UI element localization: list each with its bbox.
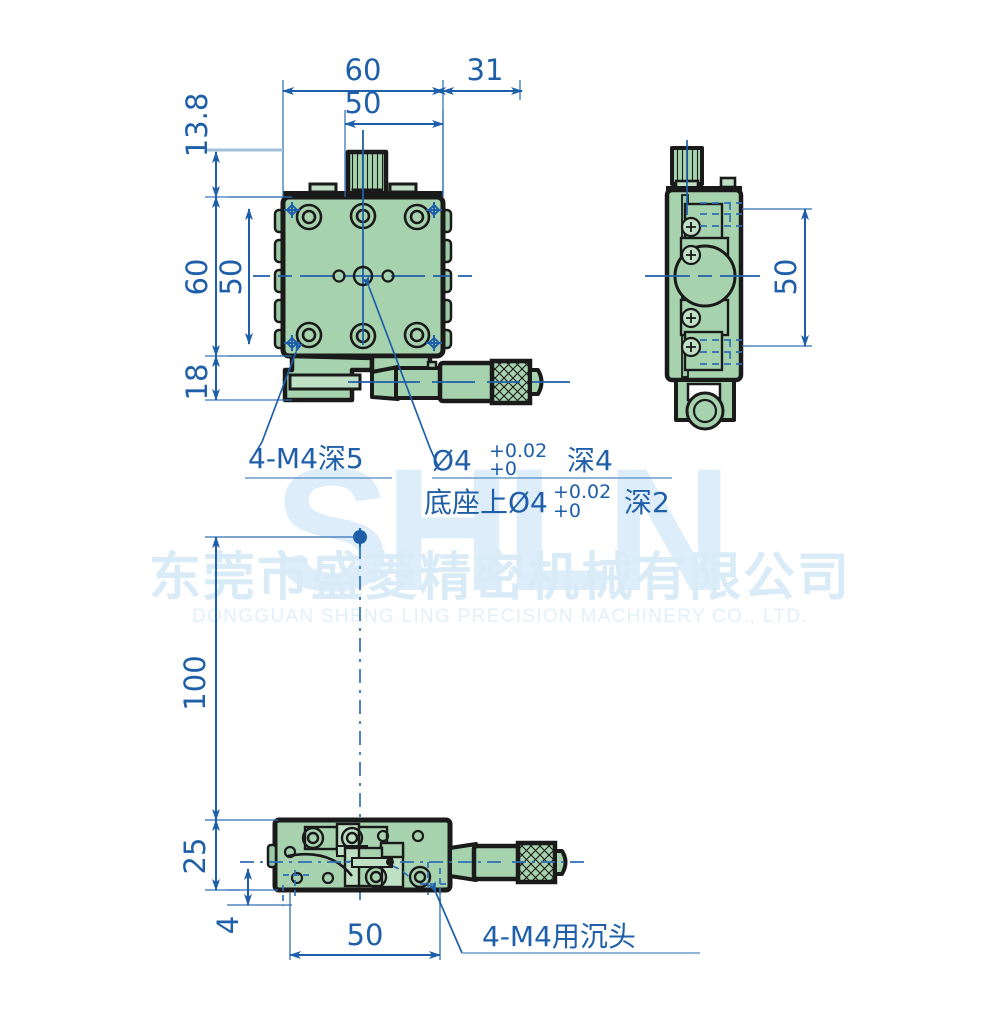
watermark-logo: SHLN <box>274 433 726 628</box>
svg-text:深2: 深2 <box>624 486 670 519</box>
dim-front-height-50: 50 <box>214 208 253 345</box>
front-view-leaders <box>249 275 439 467</box>
bottom-view-center-node <box>353 528 367 547</box>
watermark-company-cn: 东莞市盛菱精密机械有限公司 <box>149 548 851 608</box>
dim-front-gap-31: 31 <box>434 53 523 95</box>
watermark-company-en: DONGGUAN SHENG LING PRECISION MACHINERY … <box>192 606 808 627</box>
dim-side-height-50: 50 <box>742 208 812 347</box>
dim-front-width-50: 50 <box>344 86 444 128</box>
dim-bottom-width-50: 50 <box>289 918 441 959</box>
front-view-dowel-marks <box>284 202 442 351</box>
front-view-micrometer <box>348 358 570 406</box>
dim-bottom-body-25: 25 <box>178 819 220 891</box>
svg-text:31: 31 <box>467 53 504 87</box>
svg-text:+0.02: +0.02 <box>489 440 547 462</box>
side-view-center-lines <box>645 140 760 277</box>
side-view: 50 <box>645 140 812 431</box>
bottom-view-inner-features <box>283 822 432 889</box>
svg-text:4-M4用沉头: 4-M4用沉头 <box>482 920 636 953</box>
bottom-view-dimensions: 100 25 4 50 <box>178 536 441 960</box>
svg-text:4-M4深5: 4-M4深5 <box>248 442 364 475</box>
dim-front-height-18: 18 <box>180 355 220 401</box>
svg-text:Ø4: Ø4 <box>432 444 472 477</box>
side-view-screws <box>680 216 702 358</box>
annotation-counterbore: 4-M4用沉头 <box>427 881 700 954</box>
svg-text:100: 100 <box>178 655 212 710</box>
side-view-hidden-lines <box>700 202 742 365</box>
side-view-top-tab <box>719 176 737 189</box>
svg-text:25: 25 <box>178 838 212 875</box>
svg-text:13.8: 13.8 <box>180 93 214 158</box>
front-view: 60 31 50 13.8 60 <box>180 53 570 467</box>
svg-text:底座上Ø4: 底座上Ø4 <box>424 486 548 519</box>
dim-front-offset-13-8: 13.8 <box>180 93 220 198</box>
dim-bottom-base-4: 4 <box>211 868 252 934</box>
svg-text:50: 50 <box>769 259 803 296</box>
annotation-dowel-base: 底座上Ø4 +0.02 +0 深2 <box>424 481 670 522</box>
annotation-block: 4-M4深5 Ø4 +0.02 +0 深4 底座上Ø4 +0.02 +0 深2 <box>245 440 672 522</box>
svg-text:深4: 深4 <box>567 444 613 477</box>
annotation-dowel-top: Ø4 +0.02 +0 深4 <box>432 440 672 480</box>
dim-front-width-60: 60 <box>282 53 444 95</box>
svg-text:60: 60 <box>180 259 214 296</box>
svg-text:60: 60 <box>345 53 382 87</box>
svg-text:50: 50 <box>214 259 248 296</box>
svg-text:18: 18 <box>180 364 214 401</box>
annotation-tapped-holes: 4-M4深5 <box>245 442 392 479</box>
svg-text:50: 50 <box>347 918 384 952</box>
svg-text:+0.02: +0.02 <box>553 481 611 503</box>
watermark-group: SHLN 东莞市盛菱精密机械有限公司 DONGGUAN SHENG LING P… <box>149 433 851 628</box>
svg-text:4: 4 <box>211 916 245 934</box>
front-view-dimensions: 60 31 50 13.8 60 <box>180 53 523 401</box>
dim-bottom-total-100: 100 <box>178 536 220 821</box>
svg-text:+0: +0 <box>489 458 517 480</box>
dim-front-height-60: 60 <box>180 196 220 357</box>
side-view-bottom-block <box>674 378 736 431</box>
bottom-view-left-tab <box>266 843 278 869</box>
svg-text:50: 50 <box>345 86 382 120</box>
bottom-view: 100 25 4 50 4-M4用沉头 <box>178 528 700 960</box>
svg-text:+0: +0 <box>553 500 581 522</box>
